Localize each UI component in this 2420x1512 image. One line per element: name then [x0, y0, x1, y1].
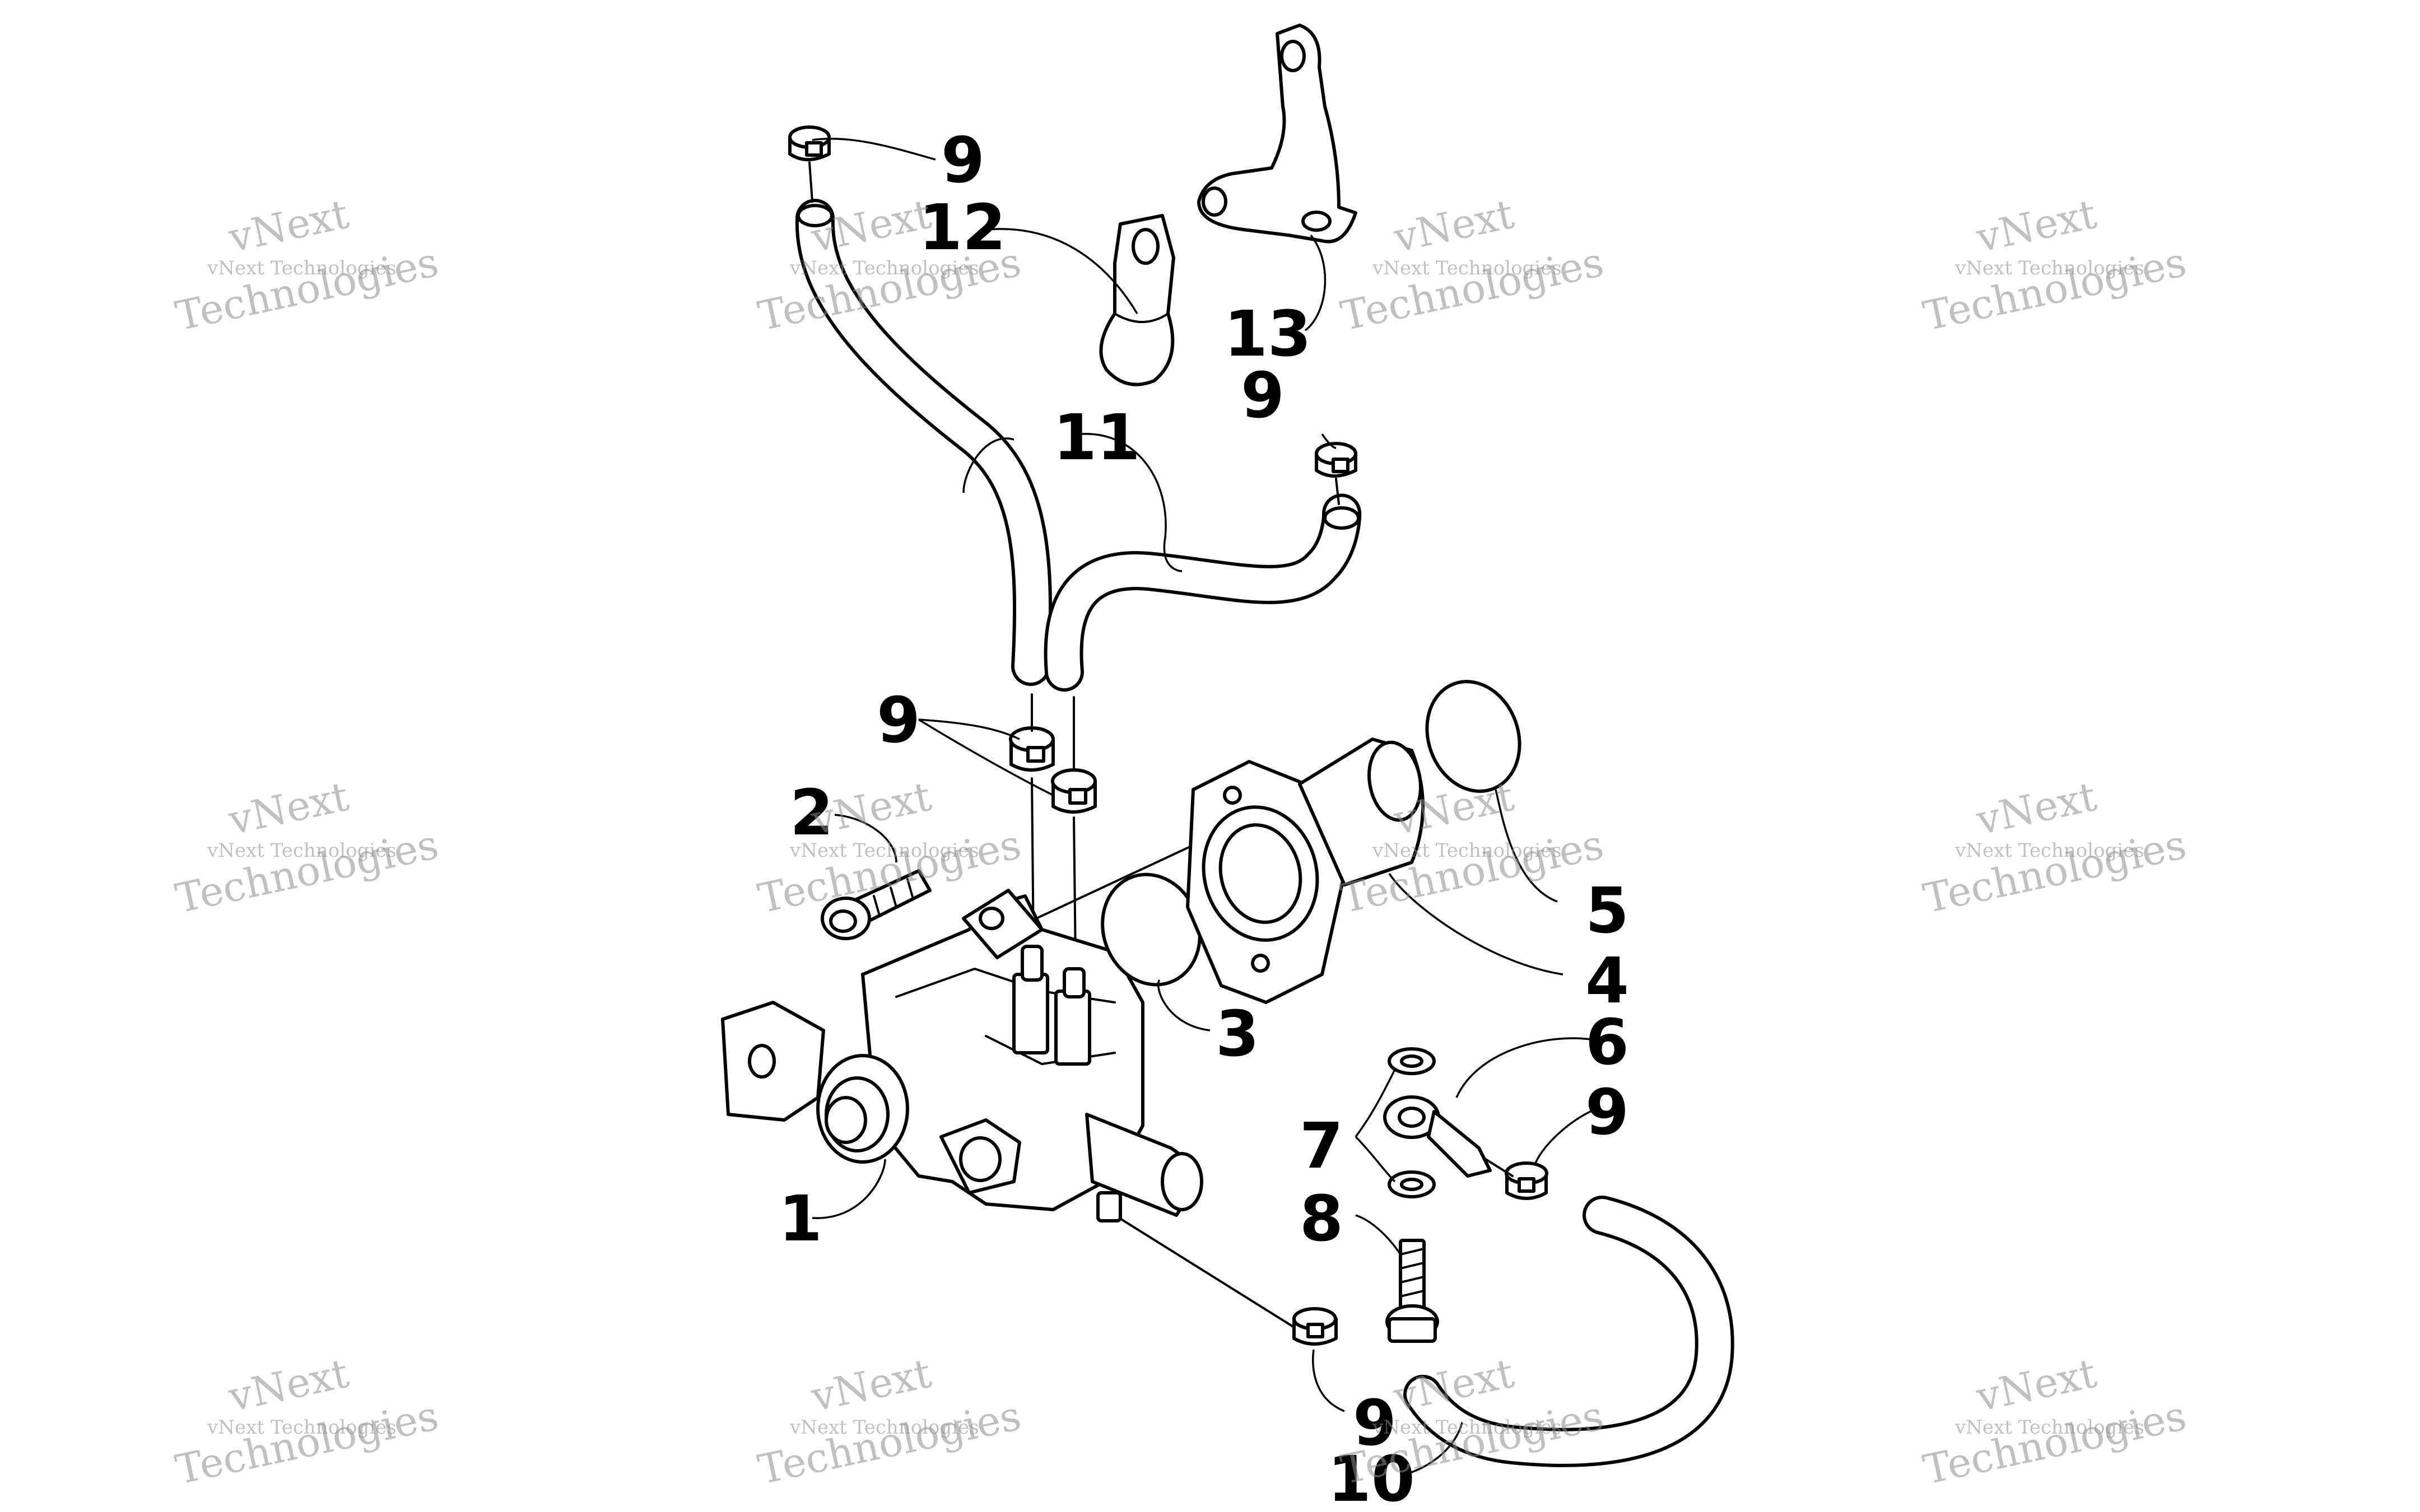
washer-7-bottom [1388, 1170, 1436, 1198]
oil-pump-1 [721, 889, 1203, 1222]
callout-2: 2 [790, 777, 834, 850]
watermark-line: vNext Technologies [1954, 839, 2144, 862]
bracket-12 [1099, 214, 1175, 386]
callout-4: 4 [1585, 945, 1629, 1018]
callout-labels: 9 12 13 9 11 9 2 5 4 3 6 9 7 1 8 9 10 [779, 124, 1629, 1512]
watermark-technologies: Technologies [171, 238, 443, 339]
watermark-line: vNext Technologies [789, 1416, 979, 1439]
watermark-line: vNext Technologies [207, 839, 397, 862]
watermark-line: vNext Technologies [1372, 1416, 1562, 1439]
watermark-line: vNext Technologies [1954, 1416, 2144, 1439]
watermark: vNext vNext Technologies Technologies [1919, 1350, 2190, 1494]
clamp-9-center-left [1009, 726, 1055, 772]
watermark-technologies: Technologies [1337, 238, 1608, 339]
watermark: vNext vNext Technologies Technologies [171, 190, 443, 340]
callout-9-center: 9 [877, 684, 920, 757]
watermark: vNext vNext Technologies Technologies [1919, 190, 2190, 340]
clamp-9-right [1315, 442, 1357, 478]
washer-7-top [1388, 1047, 1436, 1075]
callout-7: 7 [1300, 1110, 1343, 1183]
watermark-technologies: Technologies [754, 1392, 1025, 1493]
bolt-8 [1385, 1239, 1439, 1343]
callout-13: 13 [1224, 298, 1311, 371]
watermark-vnext: vNext [807, 1350, 936, 1421]
watermark-technologies: Technologies [754, 238, 1025, 339]
watermark-vnext: vNext [1972, 773, 2101, 844]
callout-5: 5 [1585, 875, 1629, 948]
callout-6: 6 [1585, 1006, 1629, 1079]
watermark: vNext vNext Technologies Technologies [1919, 773, 2190, 922]
watermark-vnext: vNext [1972, 1350, 2101, 1421]
watermark-line: vNext Technologies [207, 257, 397, 279]
watermark-line: vNext Technologies [207, 1416, 397, 1439]
callout-9-top: 9 [941, 124, 985, 197]
callout-10: 10 [1328, 1443, 1415, 1512]
bracket-13 [1197, 24, 1357, 244]
watermark: vNext vNext Technologies Technologies [1337, 190, 1608, 340]
clamp-9-top [788, 125, 831, 161]
watermark: vNext vNext Technologies Technologies [171, 1350, 443, 1494]
banjo-fitting-6 [1383, 1095, 1492, 1178]
watermark-vnext: vNext [224, 1350, 353, 1421]
housing-4 [1186, 738, 1425, 1004]
o-ring-5 [1425, 680, 1521, 793]
watermark-vnext: vNext [224, 190, 353, 262]
callout-8: 8 [1300, 1183, 1343, 1256]
callout-9-lower-right: 9 [1585, 1076, 1629, 1149]
callout-1: 1 [779, 1183, 822, 1256]
watermark-vnext: vNext [1389, 190, 1518, 262]
watermark-line: vNext Technologies [1954, 257, 2144, 279]
callout-9-bottom: 9 [1353, 1387, 1397, 1460]
watermark-line: vNext Technologies [789, 839, 979, 862]
callout-leaders [812, 138, 1603, 1477]
callout-9-right: 9 [1241, 360, 1285, 432]
watermarks: vNext vNext Technologies Technologies vN… [171, 190, 2190, 1494]
callout-12: 12 [919, 192, 1006, 264]
watermark: vNext vNext Technologies Technologies [754, 1350, 1025, 1494]
watermark-technologies: Technologies [171, 820, 443, 922]
watermark-technologies: Technologies [1919, 1392, 2190, 1493]
watermark-technologies: Technologies [1919, 238, 2190, 339]
watermark-line: vNext Technologies [789, 257, 979, 279]
hose-11 [795, 199, 1362, 692]
clamp-9-lower-right [1505, 1161, 1548, 1200]
clamp-9-center-right [1051, 768, 1097, 814]
hose-10 [1403, 1196, 1734, 1467]
watermark-vnext: vNext [224, 773, 353, 844]
watermark-line: vNext Technologies [1372, 839, 1562, 862]
bolt-2 [821, 869, 932, 940]
watermark-line: vNext Technologies [1372, 257, 1562, 279]
clamp-9-bottom [1292, 1307, 1338, 1346]
watermark-vnext: vNext [807, 190, 936, 262]
watermark-technologies: Technologies [171, 1392, 443, 1493]
watermark-technologies: Technologies [1919, 820, 2190, 922]
watermark-vnext: vNext [1972, 190, 2101, 262]
callout-11: 11 [1053, 402, 1141, 474]
watermark: vNext vNext Technologies Technologies [171, 773, 443, 922]
callout-3: 3 [1216, 998, 1259, 1071]
watermark: vNext vNext Technologies Technologies [1337, 1350, 1608, 1494]
